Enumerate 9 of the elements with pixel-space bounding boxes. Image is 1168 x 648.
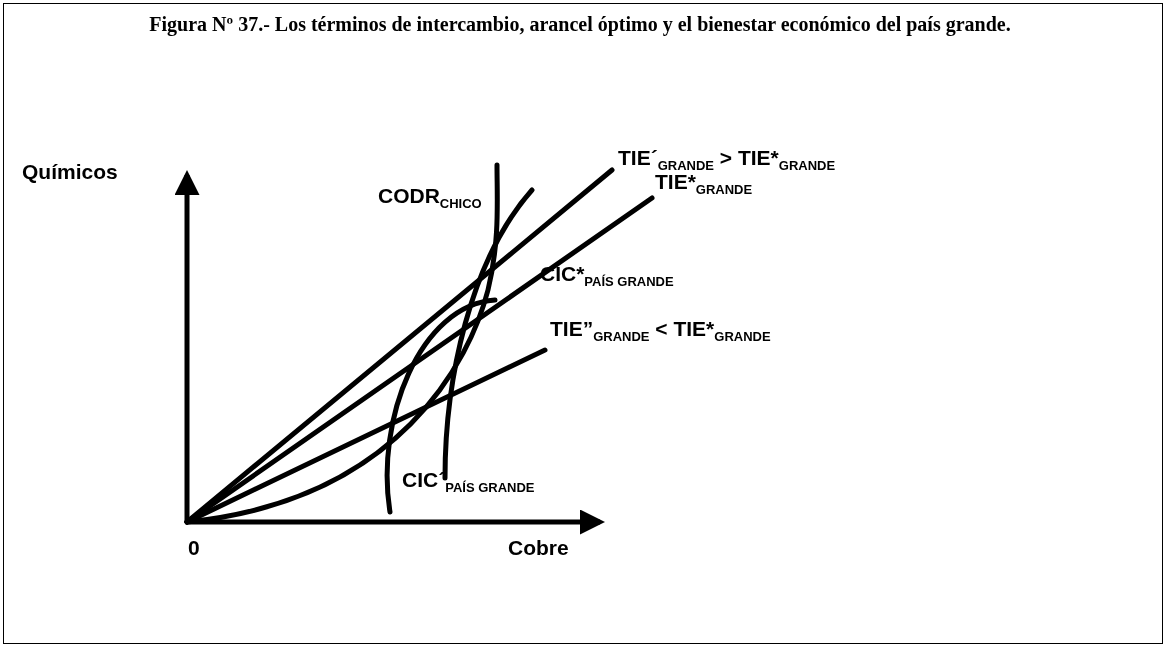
line-label: TIE”$_{GRANDE}$ < TIE*$_{GRANDE}$ bbox=[550, 317, 771, 344]
curve-label: CODR$_{CHICO}$ bbox=[378, 184, 482, 211]
line-label: TIE*$_{GRANDE}$ bbox=[655, 170, 753, 197]
curve-label: CIC´$_{PAÍS GRANDE}$ bbox=[402, 468, 535, 495]
axis-label: Cobre bbox=[508, 536, 569, 560]
axis-label: Químicos bbox=[22, 160, 118, 184]
line-label: TIE´$_{GRANDE}$ > TIE*$_{GRANDE}$ bbox=[618, 146, 836, 173]
axis-label: 0 bbox=[188, 536, 200, 560]
figure-title: Figura Nº 37.- Los términos de intercambio, arancel óptimo y el bienestar económico del país grande. bbox=[148, 12, 1012, 37]
